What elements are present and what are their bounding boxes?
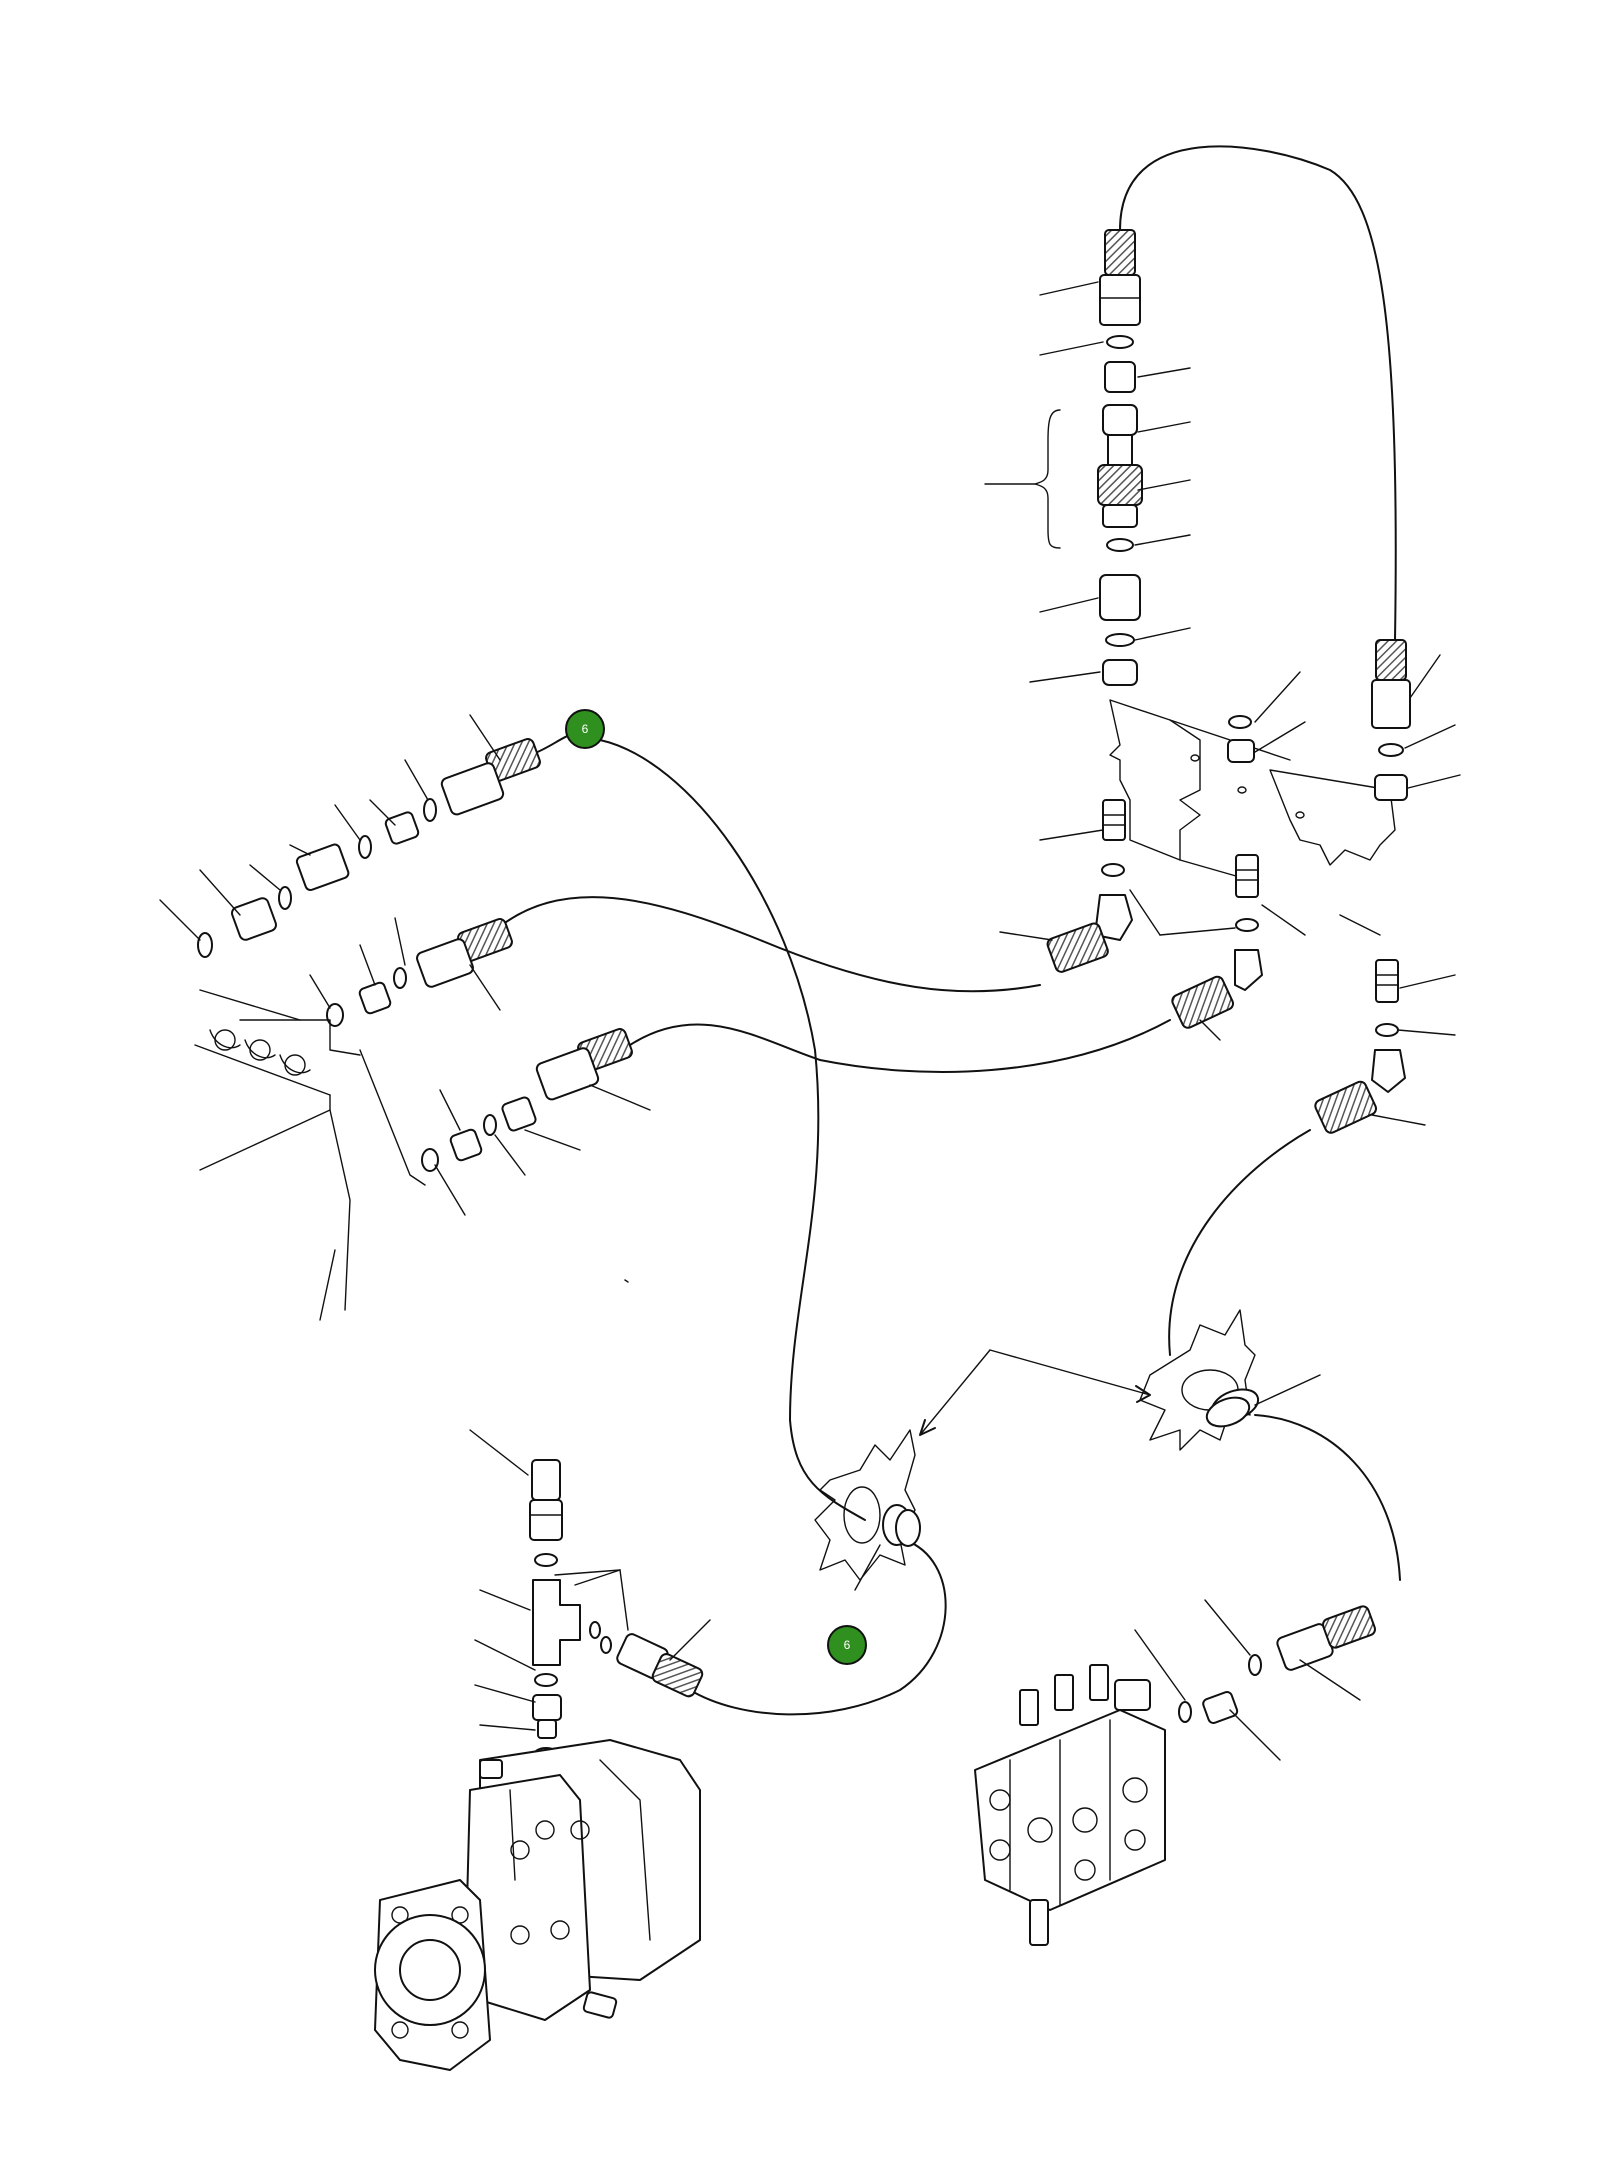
- top-right-fitting-stack: [984, 229, 1191, 686]
- left-manifold-block: [194, 989, 426, 1321]
- hose-lines: [489, 145, 1401, 1716]
- reference-badge-upper[interactable]: 6: [565, 709, 605, 749]
- badge-label: 6: [844, 1638, 851, 1652]
- bracket-plate: [1109, 671, 1396, 881]
- left-fittings: [159, 714, 651, 1216]
- right-upper-fitting: [1371, 639, 1461, 801]
- hydraulic-pump: [374, 1739, 701, 2071]
- grommet-bulkhead-upper: [1139, 1309, 1321, 1451]
- pointer-arrows: [919, 1349, 1151, 1436]
- control-valve: [974, 1599, 1376, 1946]
- reference-badge-lower[interactable]: 6: [827, 1625, 867, 1665]
- center-adapters: [999, 799, 1456, 1134]
- badge-circle[interactable]: [565, 709, 605, 749]
- tee-fitting-assembly: [469, 1429, 711, 1763]
- grommet-bulkhead-lower: [814, 1429, 921, 1591]
- badge-label: 6: [582, 722, 589, 736]
- stray-mark: [624, 1279, 629, 1283]
- badge-circle[interactable]: [827, 1625, 867, 1665]
